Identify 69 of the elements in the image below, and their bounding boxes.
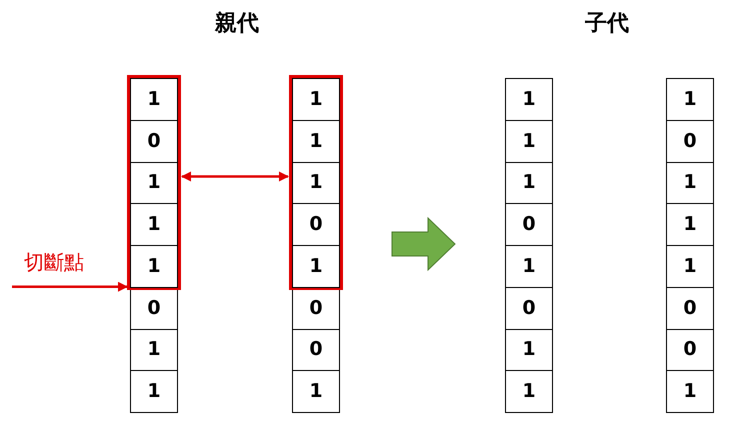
bit-value: 1 [309,132,323,151]
bit-value: 1 [309,90,323,109]
arrow [12,282,128,292]
bit-cell [130,245,178,288]
bit-cell [666,203,714,246]
bit-value: 1 [147,215,161,234]
bit-cell [130,78,178,121]
bit-cell [292,370,340,413]
bit-value: 1 [147,256,161,276]
bit-value: 1 [147,340,161,360]
bit-value: 1 [683,215,697,234]
bit-cell [292,78,340,121]
arrow [181,172,289,182]
highlight-frame [289,75,343,290]
bit-value: 1 [683,90,697,109]
bit-cell [666,120,714,162]
bit-cell [666,162,714,204]
bit-cell [505,78,553,121]
bit-cell [505,286,553,330]
bit-value: 1 [522,382,536,402]
bit-cell [130,162,178,204]
bit-value: 1 [147,382,161,402]
bit-cell [666,370,714,413]
bit-value: 1 [522,90,536,109]
bit-value: 0 [309,340,323,360]
bit-cell [292,245,340,288]
bit-value: 1 [522,256,536,276]
bit-value: 0 [522,215,536,234]
bit-value: 0 [683,340,697,360]
bit-value: 0 [147,298,161,318]
bit-value: 1 [309,382,323,402]
annotation-text: 切斷點 [24,250,84,274]
bit-cell [666,245,714,288]
bit-cell [666,286,714,330]
bit-value: 0 [309,298,323,318]
bit-value: 1 [309,173,323,192]
bit-cell [505,120,553,162]
bit-cell [292,203,340,246]
bit-cell [505,370,553,413]
bit-cell [292,120,340,162]
group-heading: 親代 [215,11,259,38]
bit-value: 1 [309,256,323,276]
group-heading: 子代 [585,11,629,38]
bit-value: 1 [522,132,536,151]
bit-value: 1 [683,173,697,192]
bit-cell [505,245,553,288]
bit-cell [292,162,340,204]
bit-value: 0 [683,298,697,318]
bit-cell [130,370,178,413]
bit-cell [130,120,178,162]
bit-value: 1 [522,173,536,192]
bit-value: 1 [522,340,536,360]
bit-value: 1 [683,256,697,276]
bit-value: 0 [522,298,536,318]
bit-cell [130,203,178,246]
bit-value: 1 [147,90,161,109]
bit-value: 1 [147,173,161,192]
bit-cell [292,328,340,372]
bit-cell [505,328,553,372]
bit-value: 0 [147,132,161,151]
bit-cell [130,328,178,372]
bit-cell [505,162,553,204]
bit-cell [666,78,714,121]
bit-value: 0 [683,132,697,151]
bit-cell [666,328,714,372]
bit-cell [505,203,553,246]
bit-value: 1 [683,382,697,402]
bit-value: 0 [309,215,323,234]
highlight-frame [127,75,181,290]
